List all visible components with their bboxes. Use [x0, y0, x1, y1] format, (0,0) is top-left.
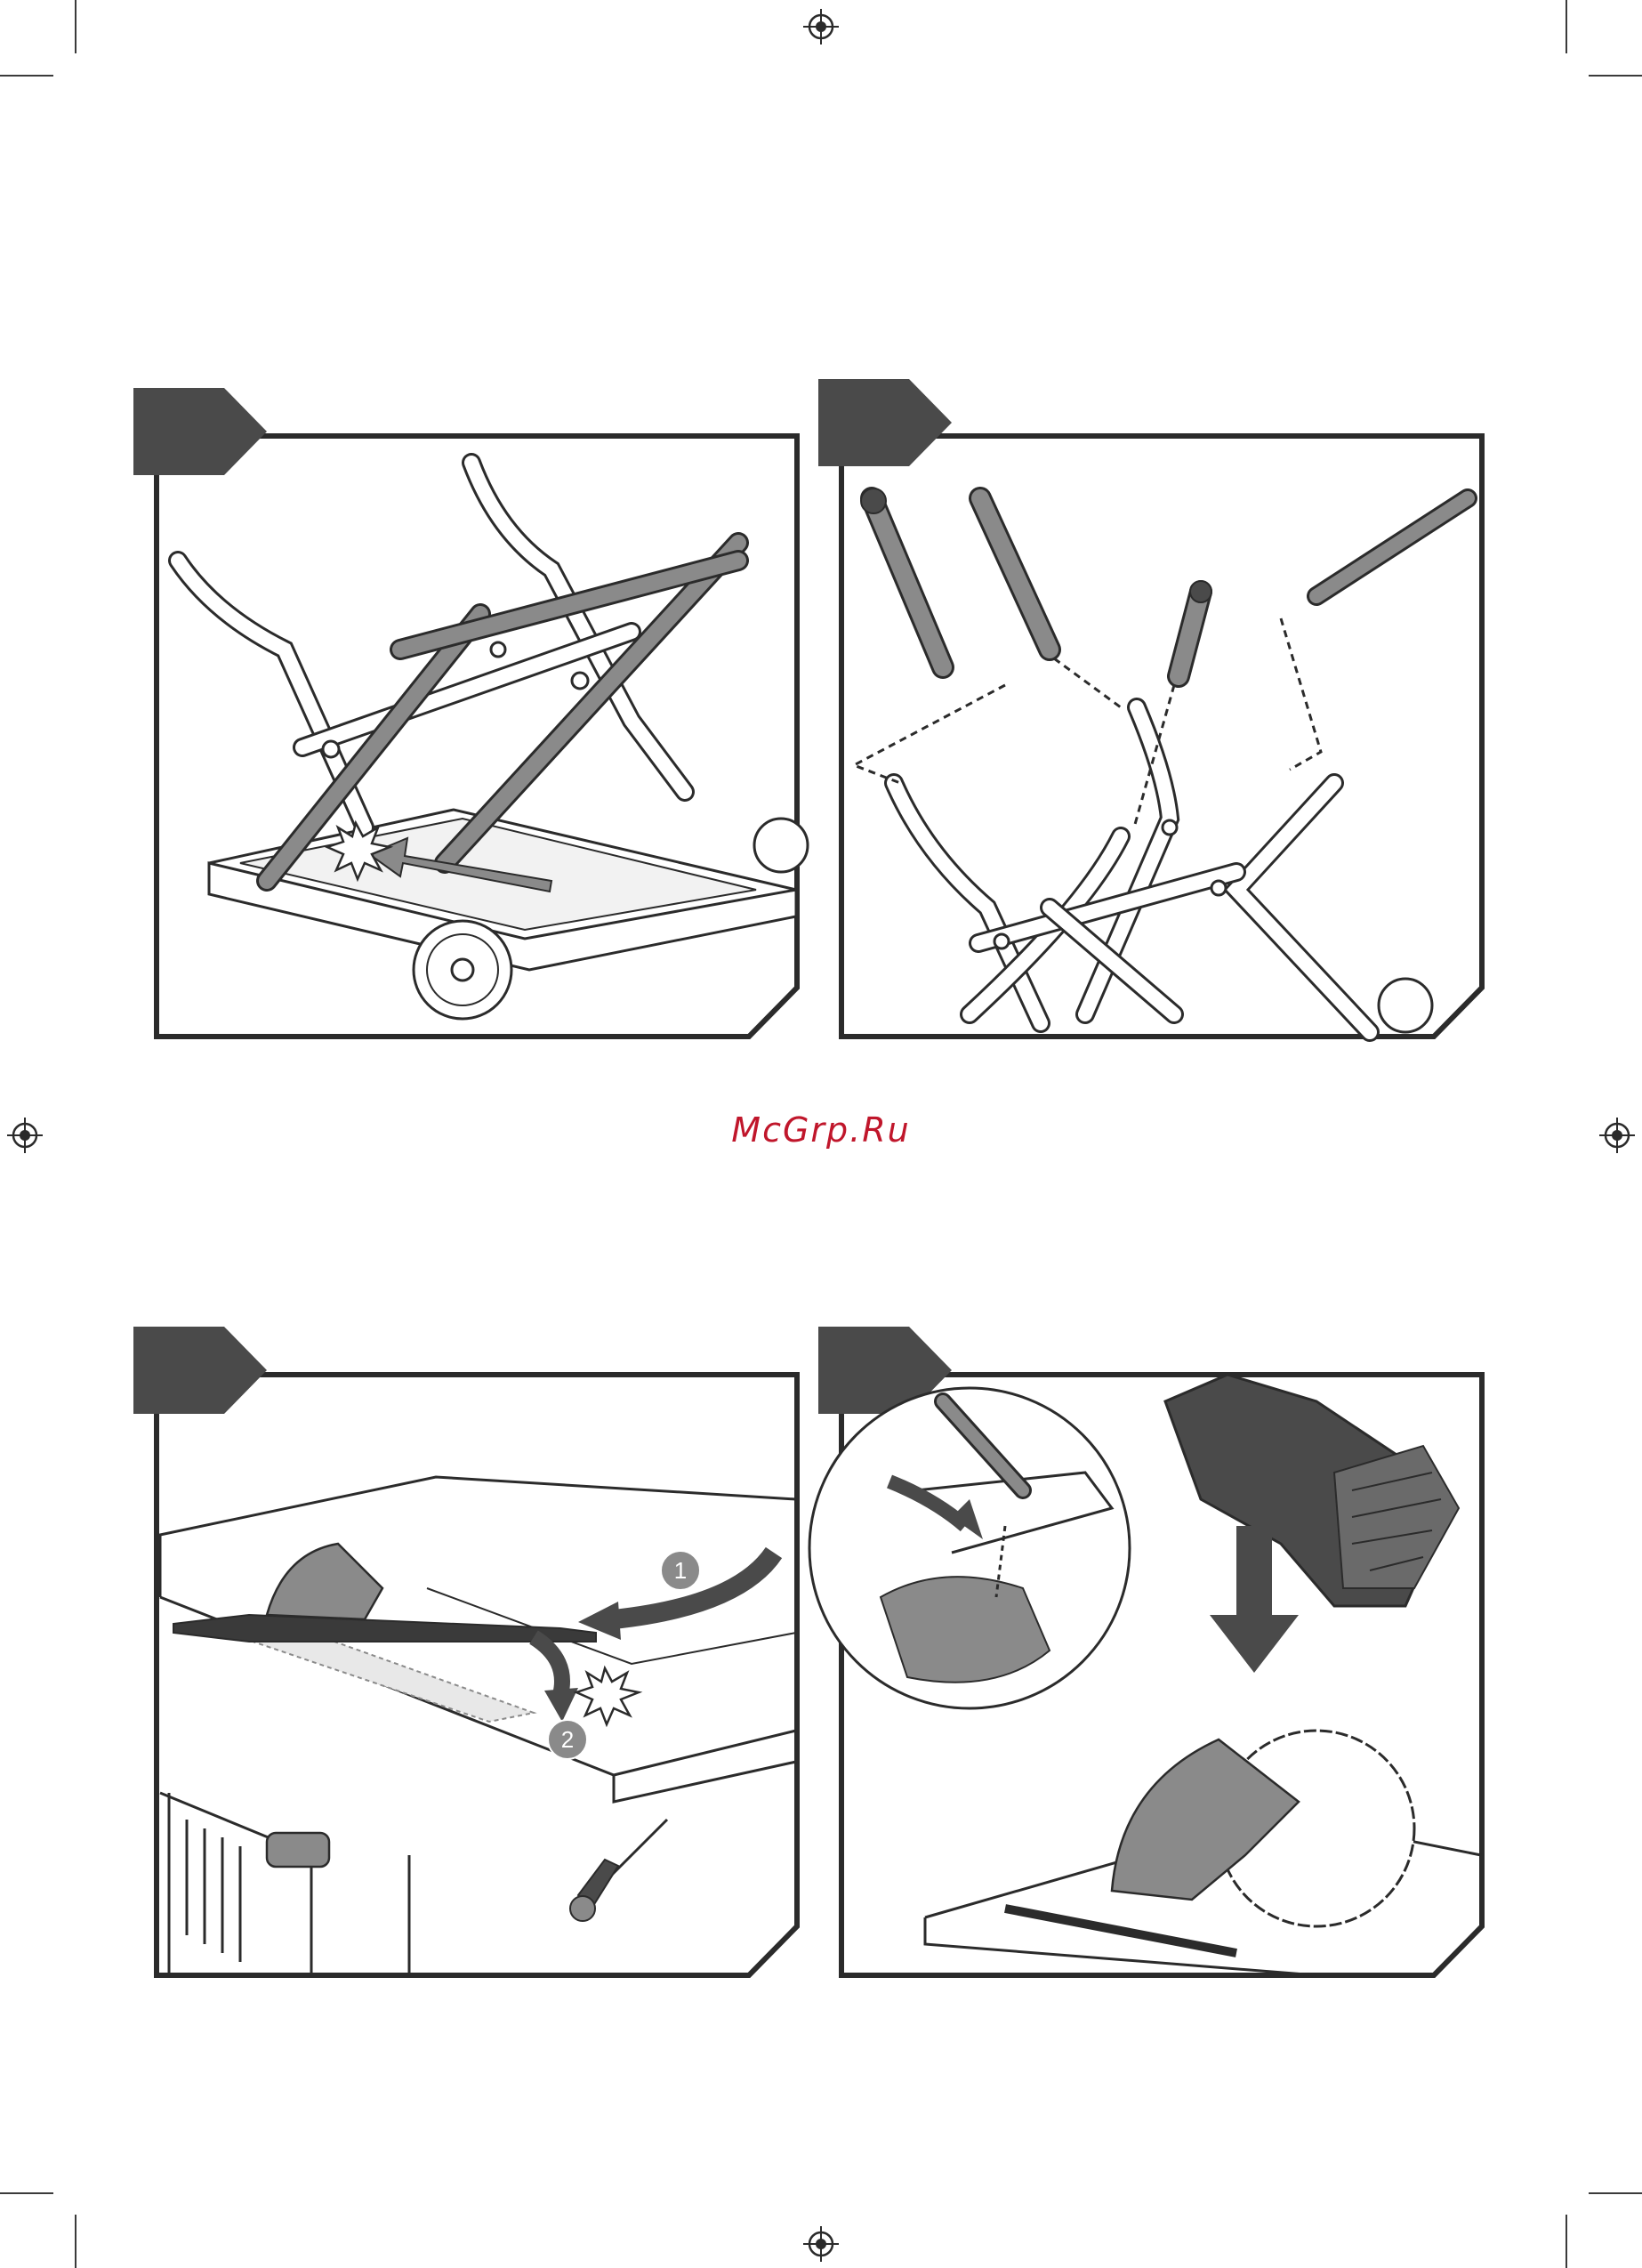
callout-2-label: 2: [561, 1726, 574, 1753]
press-arrow-icon: [534, 1637, 562, 1695]
crop-mark: [1589, 2192, 1642, 2194]
panel-stand-unfold: [133, 383, 809, 1041]
click-burst-icon: [327, 823, 390, 879]
registration-mark-icon: [803, 2226, 839, 2262]
crop-mark: [75, 2215, 76, 2268]
step-tab-icon: [133, 388, 267, 475]
step-tab-icon: [818, 379, 952, 466]
panel-table-insert: 1 2: [133, 1321, 809, 1980]
crop-mark: [1589, 75, 1642, 77]
table-insert-illustration: 1 2: [133, 1321, 809, 1980]
step-tab-icon: [133, 1327, 267, 1414]
crop-mark: [0, 75, 53, 77]
dashed-guide-icon: [854, 685, 1005, 783]
insert-legs-illustration: [818, 374, 1494, 1041]
callout-1-label: 1: [674, 1557, 687, 1584]
crop-mark: [0, 2192, 53, 2194]
crop-mark: [1566, 0, 1567, 53]
crop-mark: [75, 0, 76, 53]
arrow-head-icon: [544, 1688, 578, 1722]
registration-mark-icon: [803, 9, 839, 44]
blade-guard-illustration: [818, 1321, 1494, 1980]
crop-mark: [1566, 2215, 1567, 2268]
panel-insert-legs: [818, 374, 1494, 1041]
click-burst-icon: [576, 1668, 639, 1724]
stand-unfold-illustration: [133, 383, 809, 1041]
panel-blade-guard: [818, 1321, 1494, 1980]
watermark-text: McGrp.Ru: [0, 1110, 1642, 1150]
